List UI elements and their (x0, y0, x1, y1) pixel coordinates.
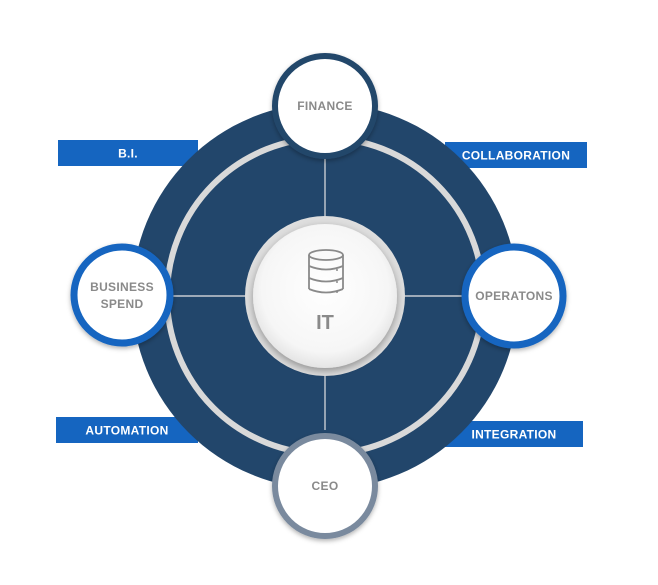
tag-bi: B.I. (58, 140, 198, 166)
node-business-label-line2: SPEND (101, 297, 144, 311)
node-finance: FINANCE (272, 53, 378, 159)
node-business-spend: BUSINESS SPEND (70, 243, 174, 347)
node-operations: OPERATONS (461, 243, 567, 349)
tag-integration-label: INTEGRATION (471, 428, 556, 442)
tag-automation-label: AUTOMATION (85, 424, 168, 438)
node-ceo-label: CEO (312, 479, 339, 493)
center-label: IT (316, 312, 334, 334)
center-hub (253, 224, 397, 368)
node-finance-label: FINANCE (297, 99, 352, 113)
tag-collaboration-label: COLLABORATION (462, 149, 570, 163)
tag-automation: AUTOMATION (56, 417, 198, 443)
connector-lines (162, 155, 468, 430)
node-ceo: CEO (272, 433, 378, 539)
tag-collaboration: COLLABORATION (445, 142, 587, 168)
node-business-label-line1: BUSINESS (90, 280, 154, 294)
database-icon (308, 249, 344, 294)
node-operations-label: OPERATONS (475, 289, 553, 303)
tag-integration: INTEGRATION (445, 421, 583, 447)
tag-bi-label: B.I. (118, 147, 138, 161)
